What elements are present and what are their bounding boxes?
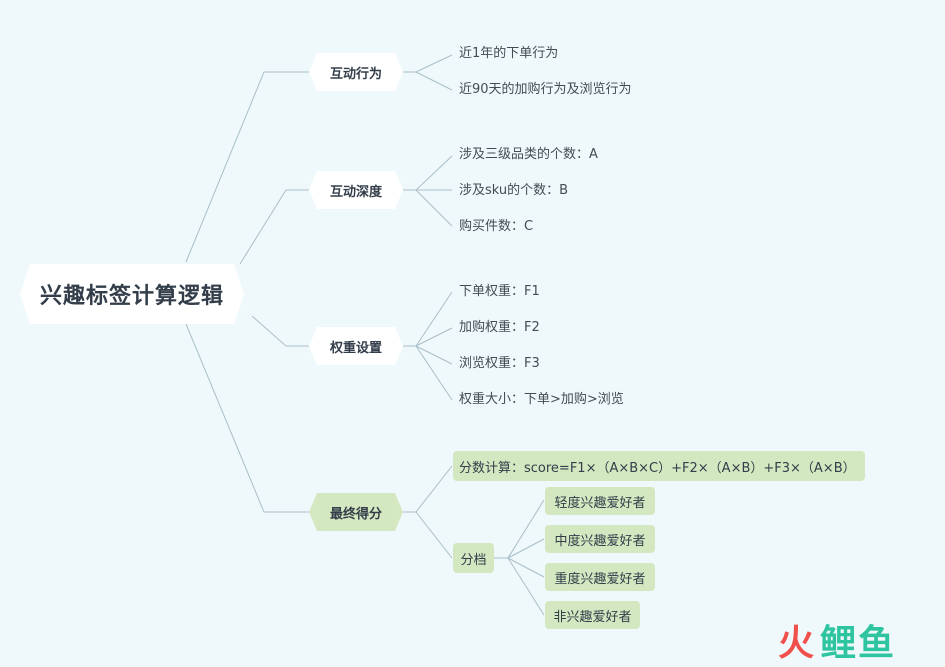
leaf-purchase-qty[interactable]: 购买件数：C <box>459 219 534 234</box>
root-node[interactable]: 兴趣标签计算逻辑 <box>20 264 244 324</box>
leaf-browse-weight[interactable]: 浏览权重：F3 <box>459 356 540 371</box>
leaf-order-1yr[interactable]: 近1年的下单行为 <box>459 46 559 61</box>
tier-light[interactable]: 轻度兴趣爱好者 <box>545 487 655 515</box>
leaf-cart-browse-90d[interactable]: 近90天的加购行为及浏览行为 <box>459 82 632 97</box>
branch-final-score[interactable]: 最终得分 <box>309 493 403 531</box>
branch-interaction-behavior[interactable]: 互动行为 <box>309 53 403 91</box>
tier-none[interactable]: 非兴趣爱好者 <box>545 601 640 629</box>
branch-weight-settings[interactable]: 权重设置 <box>309 327 403 365</box>
leaf-order-weight[interactable]: 下单权重：F1 <box>459 284 540 299</box>
watermark-part2: 鲤鱼 <box>820 623 897 664</box>
leaf-sku-count[interactable]: 涉及sku的个数：B <box>459 183 569 198</box>
tier-node[interactable]: 分档 <box>453 543 494 573</box>
score-formula[interactable]: 分数计算：score=F1×（A×B×C）+F2×（A×B）+F3×（A×B） <box>453 451 865 481</box>
leaf-weight-order[interactable]: 权重大小：下单>加购>浏览 <box>459 392 624 407</box>
tier-medium[interactable]: 中度兴趣爱好者 <box>545 525 655 553</box>
branch-interaction-depth[interactable]: 互动深度 <box>309 171 403 209</box>
tier-heavy[interactable]: 重度兴趣爱好者 <box>545 563 655 591</box>
watermark-part1: 火 <box>778 623 817 664</box>
watermark-logo: 火 鲤鱼 <box>778 618 896 664</box>
leaf-category-count[interactable]: 涉及三级品类的个数：A <box>459 147 598 162</box>
leaf-cart-weight[interactable]: 加购权重：F2 <box>459 320 540 335</box>
